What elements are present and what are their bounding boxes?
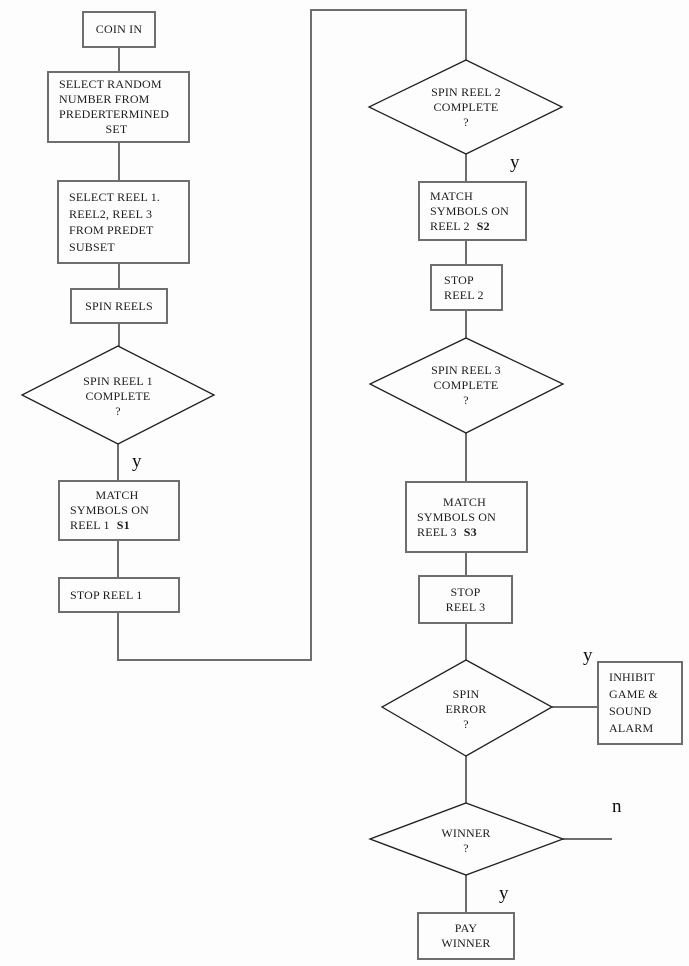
node-inhibit-game: INHIBIT GAME & SOUND ALARM <box>597 661 683 745</box>
decision-diamonds <box>20 59 565 876</box>
node-match-reel3-line1: MATCH <box>442 494 486 509</box>
branch-label-error-yes: y <box>583 645 593 666</box>
node-inhibit-line1: INHIBIT <box>609 670 656 684</box>
node-select-reels-line3: FROM PREDET <box>69 223 154 237</box>
node-match-reel1-line1: MATCH <box>95 488 139 502</box>
node-select-reels: SELECT REEL 1. REEL2, REEL 3 FROM PREDET… <box>57 180 190 264</box>
diamond-spin-reel3-complete <box>368 337 565 434</box>
node-select-random-line2: NUMBER FROM <box>59 92 150 106</box>
branch-label-reel2-yes: y <box>510 152 520 173</box>
node-select-random-line1: SELECT RANDOM <box>59 77 162 91</box>
branch-label-winner-yes: y <box>499 883 509 904</box>
diamond-spin-error <box>380 659 554 757</box>
node-pay-winner: PAY WINNER <box>417 912 515 960</box>
decision-spin-reel1-text: SPIN REEL 1 COMPLETE ? <box>83 373 153 418</box>
node-stop-reel2-line1: STOP <box>444 272 474 287</box>
node-stop-reel3: STOP REEL 3 <box>418 575 513 624</box>
node-coin-in: COIN IN <box>82 11 156 48</box>
node-stop-reel1-label: STOP REEL 1 <box>70 587 143 602</box>
node-select-reels-line2: REEL2, REEL 3 <box>69 206 153 221</box>
node-match-reel1-line2: SYMBOLS ON <box>70 503 150 517</box>
node-match-reel3-line2: SYMBOLS ON <box>417 509 497 524</box>
match-reel1-s1: S1 <box>116 518 130 532</box>
node-spin-reels-label: SPIN REELS <box>85 298 153 313</box>
node-stop-reel2: STOP REEL 2 <box>430 264 503 311</box>
branch-label-reel1-yes: y <box>132 451 142 472</box>
node-stop-reel3-line1: STOP <box>450 584 481 599</box>
node-inhibit-line2: GAME & <box>609 687 658 701</box>
node-spin-reels: SPIN REELS <box>70 288 168 324</box>
decision-spin-error-text: SPIN ERROR ? <box>445 686 487 731</box>
node-pay-winner-line1: PAY <box>454 921 478 935</box>
diamond-winner <box>368 802 565 876</box>
node-select-reels-line1: SELECT REEL 1. <box>69 190 161 204</box>
node-coin-in-label: COIN IN <box>95 22 143 36</box>
branch-label-winner-no: n <box>612 796 622 817</box>
node-match-reel2-line2: SYMBOLS ON <box>430 203 510 218</box>
decision-winner-text: WINNER ? <box>441 826 491 855</box>
node-inhibit-line3: SOUND <box>609 704 652 718</box>
node-stop-reel2-line2: REEL 2 <box>444 287 484 302</box>
connector-lines <box>117 9 612 912</box>
connector-stop1-decision2 <box>117 9 467 661</box>
node-pay-winner-line2: WINNER <box>441 936 491 950</box>
node-stop-reel1: STOP REEL 1 <box>58 577 180 613</box>
decision-spin-reel2-text: SPIN REEL 2 COMPLETE ? <box>431 84 501 129</box>
node-match-reel2-line1: MATCH <box>430 188 474 203</box>
node-select-random-line4: SET <box>105 122 128 136</box>
match-reel3-s3: S3 <box>463 524 477 539</box>
diamond-spin-reel2-complete <box>367 59 564 155</box>
match-reel2-s2: S2 <box>476 218 490 233</box>
node-select-random: SELECT RANDOM NUMBER FROM PREDERTERMINED… <box>47 71 190 143</box>
node-stop-reel3-line2: REEL 3 <box>445 599 486 614</box>
node-select-random-line3: PREDERTERMINED <box>59 107 170 121</box>
node-select-reels-line4: SUBSET <box>69 239 115 254</box>
node-inhibit-line4: ALARM <box>609 721 654 735</box>
diamond-spin-reel1-complete <box>20 345 216 445</box>
decision-spin-reel3-text: SPIN REEL 3 COMPLETE ? <box>431 362 501 407</box>
